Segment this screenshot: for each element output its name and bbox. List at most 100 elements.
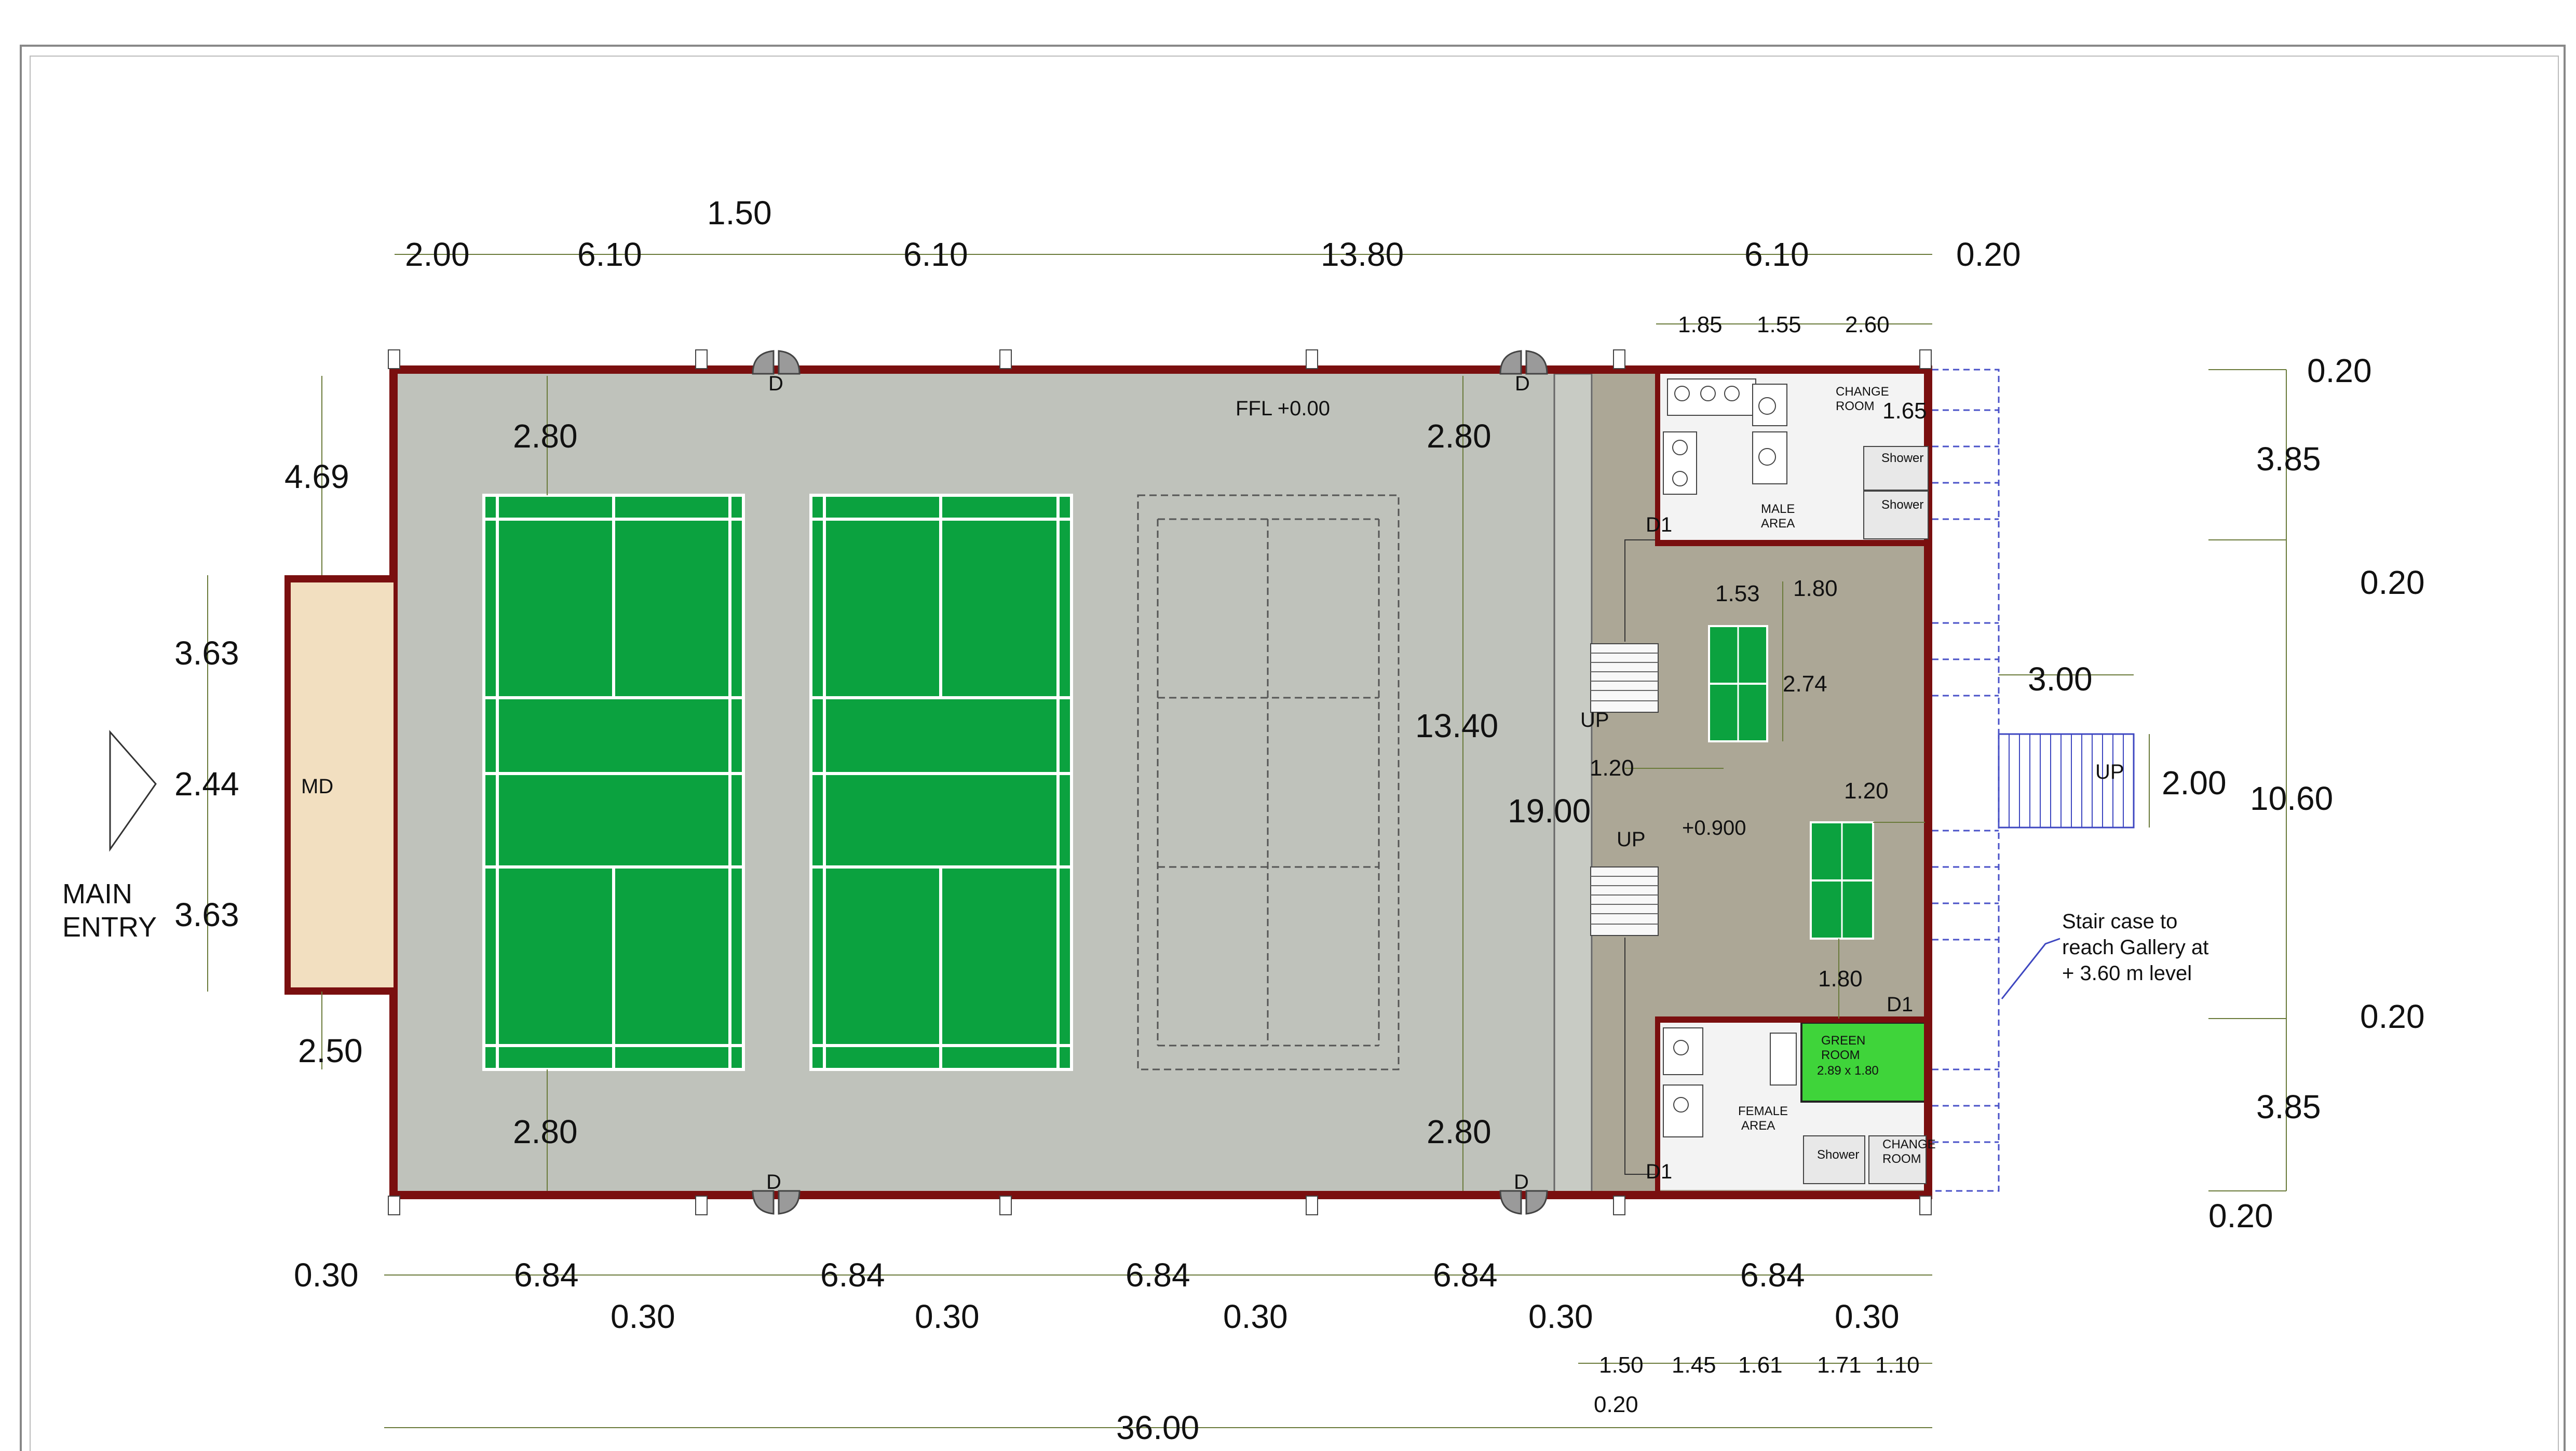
dim-top-5: 6.10 <box>1744 236 1809 273</box>
dim-top-2: 1.50 <box>707 194 772 232</box>
door-label-bottom-2: D <box>1514 1171 1529 1194</box>
up-label-upper: UP <box>1580 709 1609 731</box>
dim-right-6: 0.20 <box>2360 998 2425 1035</box>
dim-annex-1: 1.80 <box>1793 576 1838 601</box>
dim-bottom-small-5: 0.20 <box>1594 1392 1638 1417</box>
table-tennis-court-1 <box>1708 625 1768 742</box>
main-entry-label-line2: ENTRY <box>62 912 157 943</box>
dim-bottom-9: 6.84 <box>1740 1256 1805 1294</box>
wall-bottom <box>389 1191 1932 1199</box>
change-room-upper-2: ROOM <box>1836 399 1875 413</box>
dim-left-1: 3.63 <box>174 634 239 672</box>
dim-left-3: 3.63 <box>174 896 239 933</box>
badminton-court-1 <box>482 494 745 1071</box>
dim-right-8: 0.20 <box>2208 1197 2273 1235</box>
dim-left-2: 2.44 <box>174 765 239 803</box>
dim-bottom-small-1: 1.45 <box>1672 1352 1716 1378</box>
female-toilet-fixtures <box>1663 1027 1927 1184</box>
dim-bottom-small-4: 1.10 <box>1875 1352 1920 1378</box>
stair-note-line3: + 3.60 m level <box>2062 962 2192 985</box>
door-label-top-2: D <box>1515 372 1530 395</box>
dim-top-0: 2.00 <box>405 236 470 273</box>
wall-toilet-lower-left <box>1655 1019 1660 1195</box>
dim-right-5: 10.60 <box>2250 780 2333 817</box>
dim-right-4: 2.00 <box>2162 764 2227 802</box>
dim-top-6: 0.20 <box>1956 236 2021 273</box>
dim-top-small-0: 1.85 <box>1678 312 1723 337</box>
wall-toilet-upper-left <box>1655 370 1660 543</box>
dim-annex-5: 1.80 <box>1818 966 1863 992</box>
stair-note-line2: reach Gallery at <box>2062 936 2208 959</box>
dim-right-3: 3.00 <box>2028 660 2093 698</box>
green-room-label-2: ROOM <box>1821 1048 1860 1062</box>
gallery-outline <box>1932 369 2000 1192</box>
dim-court-4: 13.40 <box>1415 707 1498 744</box>
level-label: +0.900 <box>1682 817 1746 839</box>
stair-note-leader <box>2001 938 2060 999</box>
table-tennis-court-2 <box>1810 821 1874 940</box>
md-label: MD <box>301 775 333 798</box>
dim-left-4: 2.50 <box>298 1032 363 1069</box>
dim-bottom-small-2: 1.61 <box>1738 1352 1783 1378</box>
change-room-upper-1: CHANGE <box>1836 385 1889 399</box>
dim-left-0: 4.69 <box>284 458 349 495</box>
internal-stairs-upper <box>1590 643 1659 713</box>
dim-top-small-3: 1.65 <box>1882 398 1927 424</box>
hall-annex-divider <box>1553 373 1593 1195</box>
door-d1-right: D1 <box>1887 993 1913 1016</box>
door-d1-upper: D1 <box>1646 513 1672 536</box>
change-room-lower-2: ROOM <box>1882 1152 1921 1166</box>
dim-court-3: 2.80 <box>1427 1113 1492 1150</box>
dim-top-small-1: 1.55 <box>1757 312 1801 337</box>
md-room <box>288 580 394 991</box>
door-label-top-1: D <box>768 372 783 395</box>
stair-arrow-path <box>1624 539 1655 642</box>
sheet-frame-outer <box>20 45 2566 1451</box>
wall-right <box>1924 365 1932 1199</box>
door-d1-lower: D1 <box>1646 1160 1672 1183</box>
dim-bottom-1: 6.84 <box>514 1256 579 1294</box>
dim-court-5: 19.00 <box>1508 792 1591 830</box>
green-room-label-1: GREEN <box>1821 1034 1865 1048</box>
dim-top-small-2: 2.60 <box>1845 312 1890 337</box>
main-entry-arrow <box>109 730 157 852</box>
dim-court-0: 2.80 <box>513 417 578 455</box>
wall-male-area <box>1655 540 1932 546</box>
green-room-size: 2.89 x 1.80 <box>1817 1064 1879 1078</box>
dim-bottom-7: 6.84 <box>1433 1256 1498 1294</box>
columns <box>388 349 1932 1215</box>
dimension-lines <box>207 254 2287 1428</box>
wall-female-area <box>1655 1016 1932 1023</box>
dim-bottom-small-3: 1.71 <box>1817 1352 1862 1378</box>
md-wall-left <box>284 579 291 993</box>
male-area-label-2: AREA <box>1761 517 1795 531</box>
female-area-label-2: AREA <box>1741 1119 1775 1133</box>
internal-stairs-lower <box>1590 866 1659 936</box>
ffl-label: FFL +0.00 <box>1236 397 1330 420</box>
door-swings <box>752 350 1548 1215</box>
sheet-frame-inner <box>30 56 2559 1451</box>
dim-annex-4: 1.20 <box>1844 778 1889 804</box>
dim-bottom-10: 0.30 <box>1835 1298 1900 1335</box>
female-area-label-1: FEMALE <box>1738 1104 1788 1118</box>
change-room-lower-1: CHANGE <box>1882 1137 1936 1151</box>
shower-upper-1: Shower <box>1881 451 1923 465</box>
dim-top-4: 13.80 <box>1321 236 1404 273</box>
dim-right-1: 3.85 <box>2256 440 2321 478</box>
main-entry-label-line1: MAIN <box>62 878 132 910</box>
male-area-label-1: MALE <box>1761 502 1795 516</box>
md-wall-bottom <box>284 987 394 995</box>
dim-court-2: 2.80 <box>513 1113 578 1150</box>
dim-right-0: 0.20 <box>2307 352 2372 389</box>
dim-bottom-6: 0.30 <box>1223 1298 1288 1335</box>
dim-bottom-8: 0.30 <box>1528 1298 1593 1335</box>
dim-right-2: 0.20 <box>2360 564 2425 601</box>
dim-bottom-2: 0.30 <box>611 1298 675 1335</box>
dim-total: 36.00 <box>1116 1409 1199 1446</box>
badminton-court-2 <box>809 494 1073 1071</box>
up-label-external: UP <box>2095 761 2124 783</box>
up-label-lower: UP <box>1617 828 1646 851</box>
badminton-court-3-outline <box>1137 494 1400 1070</box>
stair-arrow-path-lower <box>1624 938 1655 1175</box>
